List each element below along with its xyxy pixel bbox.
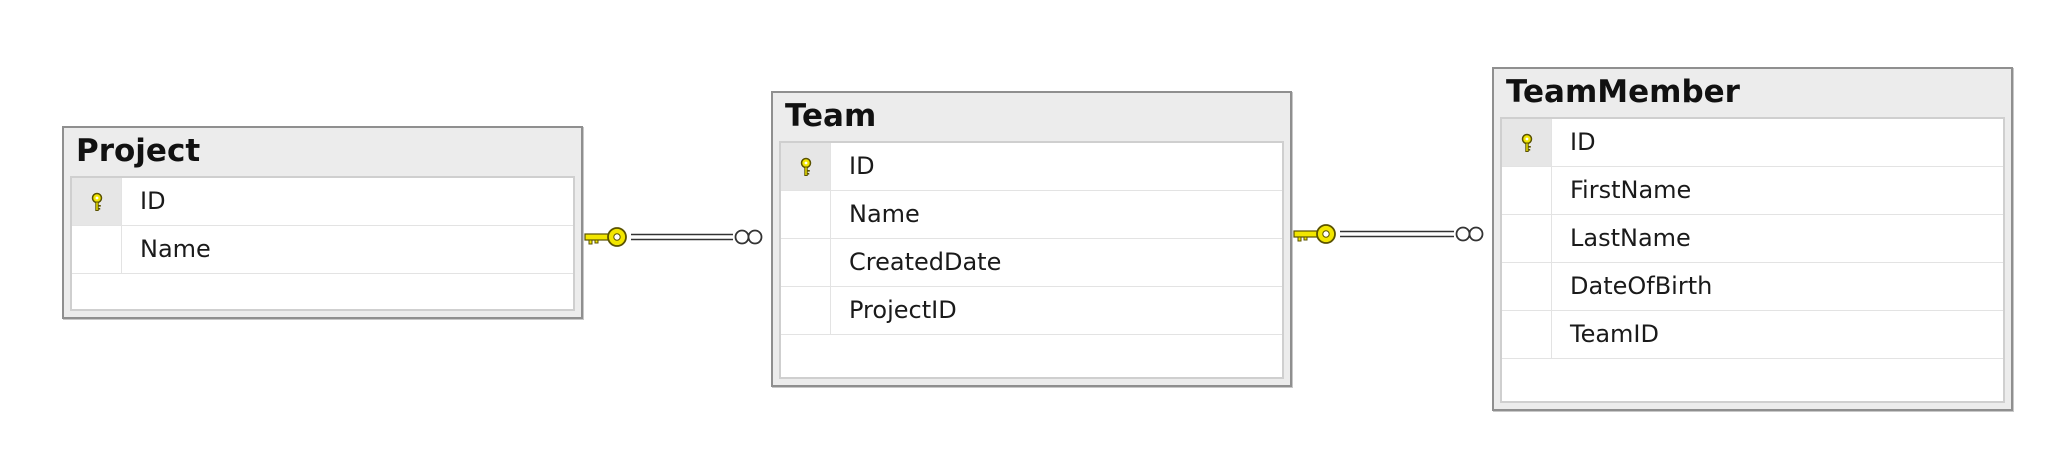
column-name: CreatedDate [849, 248, 1002, 276]
table-title-project: Project [76, 133, 201, 169]
primary-key-icon [91, 192, 102, 211]
column-name: ProjectID [849, 296, 957, 324]
table-teammember[interactable]: TeamMember ID FirstName LastName [1492, 67, 2013, 411]
relationship-project-team[interactable] [583, 222, 773, 252]
column-name: ID [1570, 128, 1596, 156]
column-name: Name [140, 235, 211, 263]
key-cell [1502, 215, 1552, 262]
primary-key-icon [1521, 133, 1532, 152]
key-cell [1502, 167, 1552, 214]
table-body-team: ID Name CreatedDate ProjectID [779, 141, 1284, 379]
column-name: ID [140, 187, 166, 215]
table-body-project: ID Name [70, 176, 575, 311]
one-end-key-icon [584, 227, 627, 247]
primary-key-icon [800, 157, 811, 176]
column-row-team-name[interactable]: Name [781, 191, 1282, 239]
column-name: ID [849, 152, 875, 180]
key-cell [1502, 263, 1552, 310]
key-cell [72, 226, 122, 273]
column-row-teammember-lastname[interactable]: LastName [1502, 215, 2003, 263]
column-row-team-createddate[interactable]: CreatedDate [781, 239, 1282, 287]
column-row-project-name[interactable]: Name [72, 226, 573, 274]
table-title-teammember: TeamMember [1506, 74, 1740, 110]
table-project[interactable]: Project ID Name [62, 126, 583, 319]
key-cell [781, 239, 831, 286]
column-name: LastName [1570, 224, 1691, 252]
key-cell [1502, 311, 1552, 358]
many-end-infinity-icon [734, 229, 763, 245]
key-cell [781, 191, 831, 238]
column-row-teammember-firstname[interactable]: FirstName [1502, 167, 2003, 215]
table-body-teammember: ID FirstName LastName DateOfBirth TeamID [1500, 117, 2005, 403]
column-row-project-id[interactable]: ID [72, 178, 573, 226]
column-row-team-id[interactable]: ID [781, 143, 1282, 191]
primary-key-cell [72, 178, 122, 225]
relationship-team-teammember[interactable] [1292, 219, 1494, 249]
one-end-key-icon [1293, 224, 1336, 244]
column-name: Name [849, 200, 920, 228]
table-title-team: Team [785, 98, 877, 134]
key-cell [781, 287, 831, 334]
many-end-infinity-icon [1455, 226, 1484, 242]
column-row-teammember-dateofbirth[interactable]: DateOfBirth [1502, 263, 2003, 311]
column-name: TeamID [1570, 320, 1659, 348]
table-team[interactable]: Team ID Name CreatedDate Proje [771, 91, 1292, 387]
primary-key-cell [1502, 119, 1552, 166]
column-name: FirstName [1570, 176, 1692, 204]
column-row-team-projectid[interactable]: ProjectID [781, 287, 1282, 335]
column-row-teammember-id[interactable]: ID [1502, 119, 2003, 167]
primary-key-cell [781, 143, 831, 190]
column-name: DateOfBirth [1570, 272, 1713, 300]
column-row-teammember-teamid[interactable]: TeamID [1502, 311, 2003, 359]
